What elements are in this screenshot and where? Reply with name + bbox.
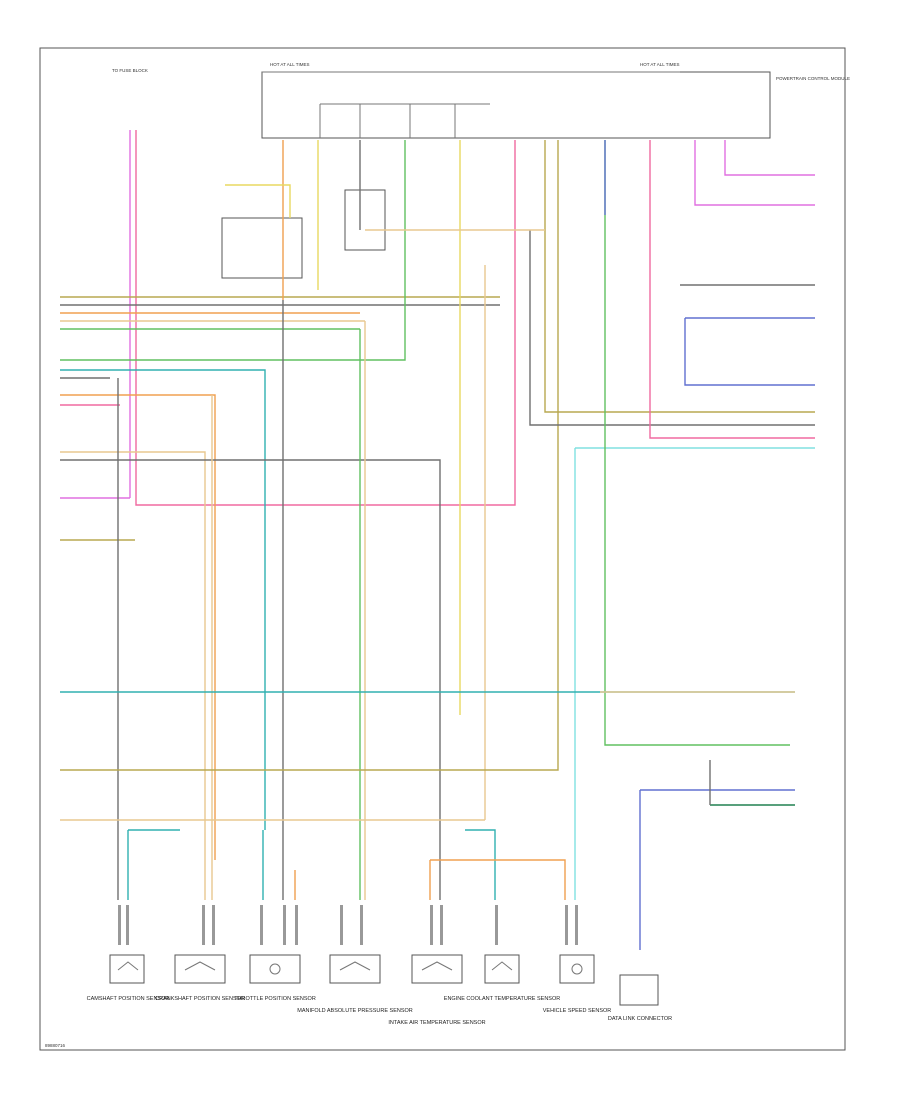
- wire-olive-v8: [60, 140, 559, 771]
- wire-magenta-tr: [694, 140, 815, 206]
- connector-dlc: [619, 974, 659, 1006]
- label-vss: VEHICLE SPEED SENSOR: [543, 1008, 611, 1014]
- wire-gray-group3: [60, 459, 441, 900]
- sensor-vss: [559, 954, 595, 984]
- wire-orange-group2: [60, 394, 216, 860]
- fuse-block-label: TO FUSE BLOCK: [112, 68, 148, 73]
- label-tps: THROTTLE POSITION SENSOR: [234, 996, 316, 1002]
- sensor-map: [329, 954, 381, 984]
- label-map: MANIFOLD ABSOLUTE PRESSURE SENSOR: [297, 1008, 413, 1014]
- wire-teal-ect: [465, 829, 496, 900]
- wire-pink-left: [135, 130, 516, 506]
- label-crankshaft: CRANKSHAFT POSITION SENSOR: [155, 996, 245, 1002]
- wire-blue-tr4: [684, 318, 815, 386]
- sensor-throttle-position: [249, 954, 301, 984]
- sensor-iat: [411, 954, 463, 984]
- sensor-pins: [118, 905, 578, 945]
- wire-tan-group3: [60, 451, 206, 900]
- pcm-module-box: [261, 71, 771, 139]
- wire-teal-group2: [60, 369, 266, 830]
- sensor-crankshaft: [174, 954, 226, 984]
- label-iat: INTAKE AIR TEMPERATURE SENSOR: [388, 1020, 485, 1026]
- splice-box: [344, 189, 386, 251]
- sensor-camshaft: [109, 954, 145, 984]
- wire-olive-right1: [544, 140, 815, 413]
- sensor-ect: [484, 954, 520, 984]
- top-left-note: HOT AT ALL TIMES: [270, 62, 310, 67]
- wire-pink-right3: [649, 140, 815, 439]
- diagram-frame: [39, 47, 846, 1051]
- wire-green-group2: [60, 140, 406, 361]
- label-dlc: DATA LINK CONNECTOR: [608, 1016, 672, 1022]
- wire-orange-stub3: [430, 859, 566, 900]
- wire-yellow-relay: [225, 184, 291, 218]
- wire-magenta-tr2: [724, 140, 815, 176]
- diagram-id: 89880716: [45, 1043, 66, 1048]
- relay-box: [221, 217, 303, 279]
- wire-green-right5: [604, 140, 790, 746]
- label-ect: ENGINE COOLANT TEMPERATURE SENSOR: [444, 996, 560, 1002]
- module-label: POWERTRAIN CONTROL MODULE: [776, 76, 850, 81]
- wire-gray-right2: [529, 230, 815, 426]
- label-camshaft: CAMSHAFT POSITION SENSOR: [87, 996, 170, 1002]
- top-right-note: HOT AT ALL TIMES: [640, 62, 680, 67]
